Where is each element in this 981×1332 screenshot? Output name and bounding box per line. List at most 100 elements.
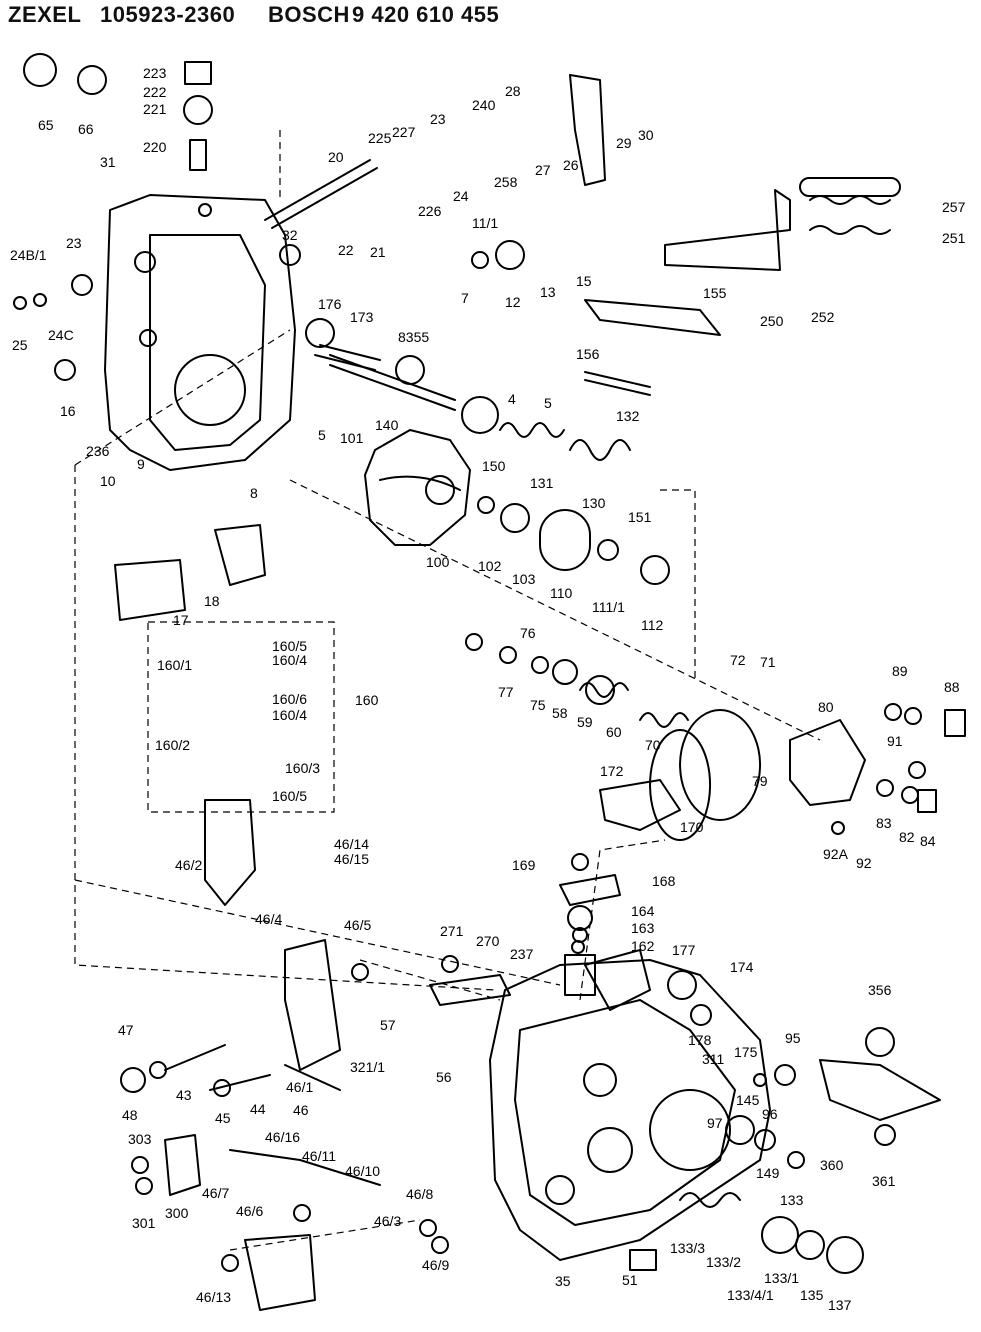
part-label: 46/3 (374, 1213, 401, 1229)
part-label: 110 (550, 585, 573, 601)
part-label: 133/3 (670, 1240, 705, 1256)
part-label: 23 (66, 235, 82, 251)
governor-housing (364, 429, 471, 546)
part-label: 83 (876, 815, 892, 831)
part-label: 4 (508, 391, 516, 407)
part-label: 103 (512, 571, 536, 587)
part-label: 169 (512, 857, 536, 873)
part-label: 24B/1 (10, 247, 47, 263)
part-label: 160/5 (272, 638, 307, 654)
part-label: 10 (100, 473, 116, 489)
part-label: 21 (370, 244, 386, 260)
part-label: 173 (350, 309, 374, 325)
part-label: 174 (730, 959, 754, 975)
part-label: 163 (631, 920, 655, 936)
part-label: 60 (606, 724, 622, 740)
part-label: 45 (215, 1110, 231, 1126)
part-label: 160/6 (272, 691, 307, 707)
part-label: 46/8 (406, 1186, 433, 1202)
part-label: 46/4 (255, 911, 282, 927)
part-label: 221 (143, 101, 167, 117)
part-label: 155 (703, 285, 727, 301)
part-label: 258 (494, 174, 518, 190)
part-label: 24 (453, 188, 469, 204)
part-label: 84 (920, 833, 936, 849)
part-label: 164 (631, 903, 655, 919)
part-label: 57 (380, 1017, 396, 1033)
part-label: 11/1 (472, 215, 498, 231)
part-label: 58 (552, 705, 568, 721)
part-label: 46/1 (286, 1079, 313, 1095)
part-label: 137 (828, 1297, 852, 1313)
part-label: 8 (250, 485, 258, 501)
part-number-bosch: 9 420 610 455 (352, 2, 500, 27)
part-label: 27 (535, 162, 551, 178)
part-label: 160/2 (155, 737, 190, 753)
part-label: 59 (577, 714, 593, 730)
part-label: 175 (734, 1044, 758, 1060)
part-label: 162 (631, 938, 655, 954)
part-label: 151 (628, 509, 652, 525)
part-label: 112 (641, 617, 664, 633)
part-label: 82 (899, 829, 915, 845)
part-label: 220 (143, 139, 167, 155)
part-label: 135 (800, 1287, 824, 1303)
part-label: 172 (600, 763, 624, 779)
part-label: 65 (38, 117, 54, 133)
part-label: 47 (118, 1022, 134, 1038)
part-label: 44 (250, 1101, 266, 1117)
part-label: 32 (282, 227, 298, 243)
part-label: 133/2 (706, 1254, 741, 1270)
part-label: 30 (638, 127, 654, 143)
part-label: 8355 (398, 329, 429, 345)
part-label: 20 (328, 149, 344, 165)
part-label: 133/4/1 (727, 1287, 774, 1303)
part-label: 92A (823, 846, 849, 862)
part-label: 270 (476, 933, 500, 949)
part-label: 22 (338, 242, 354, 258)
part-label: 251 (942, 230, 966, 246)
part-label: 31 (100, 154, 116, 170)
part-label: 80 (818, 699, 834, 715)
part-label: 29 (616, 135, 632, 151)
part-label: 18 (204, 593, 220, 609)
part-label: 89 (892, 663, 908, 679)
part-label: 240 (472, 97, 496, 113)
part-label: 102 (478, 558, 502, 574)
part-label: 177 (672, 942, 696, 958)
part-label: 250 (760, 313, 784, 329)
part-label: 77 (498, 684, 514, 700)
part-label: 28 (505, 83, 521, 99)
part-label: 5 (318, 427, 326, 443)
part-label: 145 (736, 1092, 760, 1108)
part-label: 160/4 (272, 707, 307, 723)
part-label: 46/2 (175, 857, 202, 873)
part-label: 46/6 (236, 1203, 263, 1219)
part-label: 133/1 (764, 1270, 799, 1286)
part-label: 92 (856, 855, 872, 871)
part-label: 15 (576, 273, 592, 289)
brand-bosch: BOSCH (268, 2, 350, 27)
part-label: 48 (122, 1107, 138, 1123)
part-label: 12 (505, 294, 521, 310)
part-label: 9 (137, 456, 145, 472)
part-label: 17 (173, 612, 189, 628)
part-label: 361 (872, 1173, 896, 1189)
lower-housing (489, 959, 771, 1261)
part-label: 91 (887, 733, 903, 749)
part-label: 76 (520, 625, 536, 641)
part-label: 100 (426, 554, 450, 570)
part-label: 222 (143, 84, 167, 100)
part-label: 252 (811, 309, 835, 325)
part-label: 46/15 (334, 851, 369, 867)
part-label: 24C (48, 327, 74, 343)
part-label: 43 (176, 1087, 192, 1103)
part-label: 72 (730, 652, 746, 668)
part-label: 160 (355, 692, 379, 708)
part-label: 16 (60, 403, 76, 419)
part-label: 237 (510, 946, 534, 962)
part-label: 46 (293, 1102, 309, 1118)
part-label: 97 (707, 1115, 723, 1131)
